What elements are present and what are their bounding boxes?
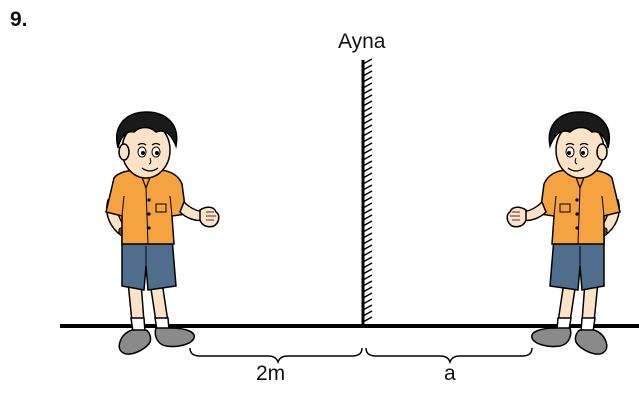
distance-brace-right	[365, 347, 533, 365]
distance-label-mirror-to-image: a	[444, 362, 456, 385]
distance-label-boy-to-mirror: 2m	[256, 362, 286, 385]
mirror-icon	[361, 58, 373, 326]
question-number: 9.	[10, 8, 28, 31]
boy-reflection-figure	[506, 111, 621, 355]
mirror-label: Ayna	[338, 30, 386, 53]
boy-figure	[105, 111, 220, 355]
distance-brace-left	[189, 347, 363, 365]
